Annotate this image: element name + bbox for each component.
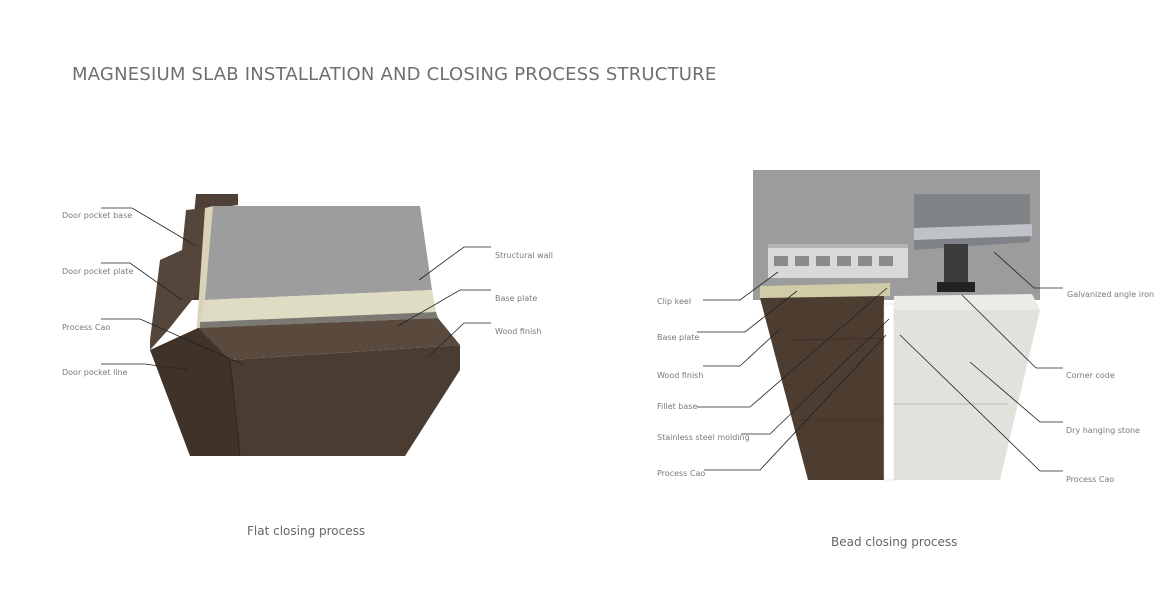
label-door-pocket-line: Door pocket line	[62, 368, 128, 377]
label-process-cao-bead-right: Process Cao	[1066, 475, 1115, 484]
dry-hanging-stone	[894, 310, 1040, 480]
label-structural-wall: Structural wall	[495, 251, 554, 260]
base-plate-layer	[200, 290, 436, 322]
label-corner-code: Corner code	[1066, 371, 1115, 380]
flat-closing-illustration	[150, 194, 460, 457]
galvanized-angle-iron-plate	[914, 194, 1030, 250]
dry-hanging-stone-top	[894, 294, 1040, 310]
wood-finish-top	[195, 318, 460, 360]
label-stainless-steel-molding: Stainless steel molding	[657, 433, 750, 442]
label-dry-hanging-stone: Dry hanging stone	[1066, 426, 1140, 435]
base-plate-edge	[200, 312, 438, 328]
structural-wall-block	[205, 206, 432, 300]
page-title: MAGNESIUM SLAB INSTALLATION AND CLOSING …	[72, 64, 717, 85]
label-door-pocket-base: Door pocket base	[62, 211, 133, 220]
door-pocket-seam	[229, 359, 241, 457]
label-process-cao-flat: Process Cao	[62, 323, 111, 332]
caption-flat-closing: Flat closing process	[247, 524, 366, 538]
process-cao-strip	[196, 206, 213, 340]
flat-leader-lines	[101, 207, 491, 371]
label-wood-finish-bead: Wood finish	[657, 371, 704, 380]
label-base-plate-flat: Base plate	[495, 294, 538, 303]
door-pocket-line-block	[150, 328, 240, 456]
label-clip-keel: Clip keel	[657, 297, 692, 306]
label-door-pocket-plate: Door pocket plate	[62, 267, 134, 276]
caption-bead-closing: Bead closing process	[831, 535, 958, 549]
label-fillet-base: Fillet base	[657, 402, 698, 411]
label-galvanized-angle-iron: Galvanized angle iron	[1067, 290, 1155, 299]
bead-leader-lines	[697, 251, 1063, 472]
clip-keel-holes	[774, 256, 893, 266]
bead-base-plate	[760, 283, 890, 300]
label-process-cao-bead-left: Process Cao	[657, 469, 706, 478]
wood-finish-front	[230, 345, 460, 456]
label-wood-finish-flat: Wood finish	[495, 327, 542, 336]
bead-closing-illustration	[753, 170, 1040, 481]
label-base-plate-bead: Base plate	[657, 333, 700, 342]
bead-wood-finish	[760, 296, 884, 480]
stainless-steel-molding	[883, 303, 895, 481]
